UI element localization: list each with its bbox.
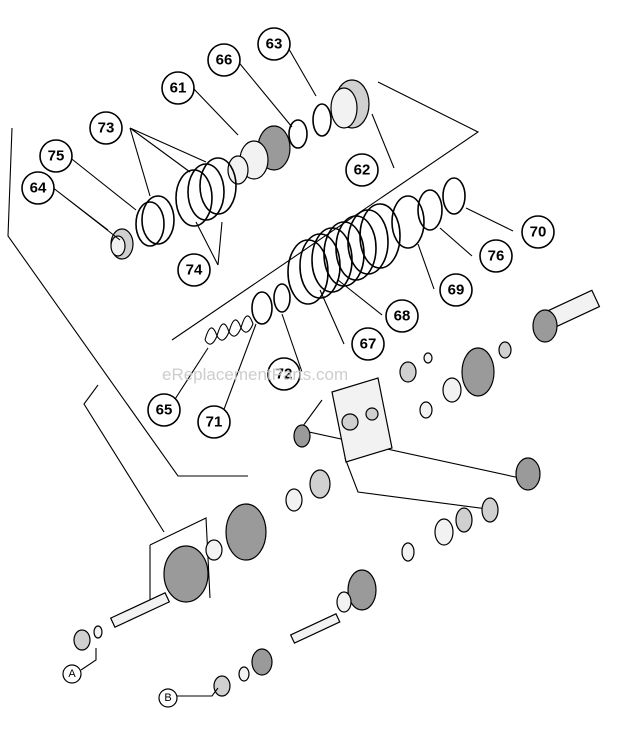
- upper-shaft: [399, 289, 601, 403]
- part-64-bushing: [110, 228, 134, 260]
- part-75-ring-2: [135, 201, 165, 247]
- callout-64: 64: [21, 171, 55, 205]
- callout-65: 65: [147, 393, 181, 427]
- callout-70: 70: [521, 215, 555, 249]
- part-66-snap-ring: [312, 103, 332, 137]
- lower-shaft: [213, 497, 499, 697]
- carrier-plate: [293, 377, 541, 491]
- part-66-ring: [288, 119, 308, 149]
- part-72-snap-ring: [273, 283, 291, 313]
- main-shaft: [73, 469, 331, 651]
- callout-67: 67: [351, 327, 385, 361]
- part-63-bearing: [330, 79, 370, 129]
- part-70-snap-ring: [442, 177, 466, 215]
- part-71-washer: [251, 291, 273, 325]
- callout-74: 74: [177, 253, 211, 287]
- svg-text:68: 68: [394, 308, 411, 325]
- part-69-plate: [391, 195, 425, 249]
- svg-text:74: 74: [186, 262, 203, 279]
- marker-b: B: [158, 688, 178, 708]
- callout-69: 69: [439, 273, 473, 307]
- svg-text:B: B: [164, 692, 171, 704]
- callout-66: 66: [207, 43, 241, 77]
- svg-text:65: 65: [156, 402, 173, 419]
- callout-68: 68: [385, 299, 419, 333]
- part-68-disc-stack: [287, 203, 401, 305]
- svg-text:67: 67: [360, 336, 377, 353]
- svg-text:62: 62: [354, 162, 371, 179]
- part-61-hub: [227, 125, 291, 185]
- callout-73: 73: [89, 111, 123, 145]
- watermark-text: eReplacementParts.com: [162, 365, 348, 384]
- callout-72: 72: [267, 357, 301, 391]
- svg-text:75: 75: [48, 148, 65, 165]
- svg-text:61: 61: [170, 80, 187, 97]
- svg-text:71: 71: [206, 414, 223, 431]
- svg-text:72: 72: [276, 366, 293, 383]
- svg-text:64: 64: [30, 180, 47, 197]
- svg-text:70: 70: [530, 224, 547, 241]
- svg-text:76: 76: [488, 248, 505, 265]
- clutch-pack: [204, 177, 466, 345]
- part-73-plates: [175, 157, 237, 227]
- svg-text:63: 63: [266, 36, 283, 53]
- callout-76: 76: [479, 239, 513, 273]
- callout-61: 61: [161, 71, 195, 105]
- callout-71: 71: [197, 405, 231, 439]
- clutch-assembly: [110, 79, 370, 260]
- svg-text:A: A: [68, 668, 76, 680]
- callout-75: 75: [39, 139, 73, 173]
- svg-text:66: 66: [216, 52, 233, 69]
- part-65-spring: [204, 315, 254, 345]
- part-76-ring: [417, 189, 443, 231]
- svg-text:73: 73: [98, 120, 115, 137]
- callout-63: 63: [257, 27, 291, 61]
- svg-text:69: 69: [448, 282, 465, 299]
- marker-a: A: [62, 664, 82, 684]
- part-75-ring: [141, 195, 175, 245]
- callout-62: 62: [345, 153, 379, 187]
